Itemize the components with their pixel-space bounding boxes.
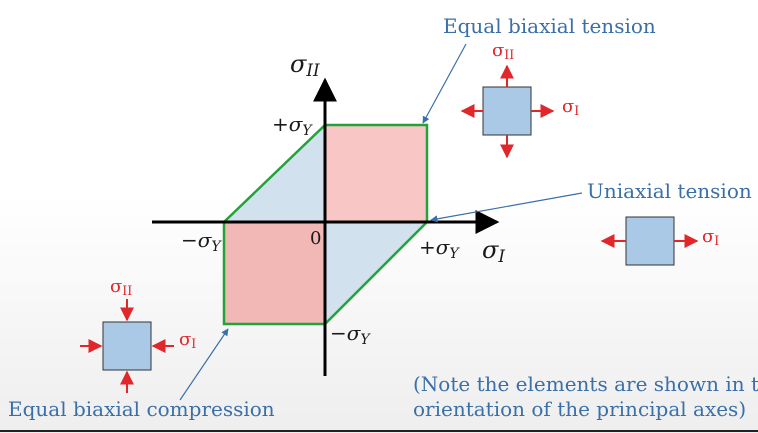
orientation-note-line-2: orientation of the principal axes) xyxy=(413,397,746,421)
compression-pointer-line xyxy=(179,328,229,401)
compression-sigma-two-label: σII xyxy=(110,276,132,298)
plus-sigma-y-right-label: +σY xyxy=(419,235,460,262)
uniaxial-tension-element: σI xyxy=(600,216,719,266)
element-square xyxy=(102,321,152,371)
uniaxial-pointer-line xyxy=(430,192,583,223)
tension-sigma-two-label: σII xyxy=(492,40,514,62)
biaxial-tension-element: σII σI xyxy=(460,40,579,159)
minus-sigma-y-bottom-label: −σY xyxy=(330,321,371,348)
equal-biaxial-tension-label: Equal biaxial tension xyxy=(443,14,656,38)
sigma-two-axis-label: σII xyxy=(290,50,320,80)
quadrant-compression-region xyxy=(224,222,325,324)
orientation-note-line-1: (Note the elements are shown in the xyxy=(413,372,758,396)
uniaxial-sigma-one-label: σI xyxy=(702,226,719,248)
plus-sigma-y-top-label: +σY xyxy=(272,112,313,139)
tension-sigma-one-label: σI xyxy=(562,96,579,118)
compression-sigma-one-label: σI xyxy=(179,329,196,351)
quadrant-tension-region xyxy=(325,125,427,222)
tension-pointer-line xyxy=(422,43,467,124)
biaxial-compression-element: σII σI xyxy=(80,276,196,393)
origin-label: 0 xyxy=(310,228,321,249)
uniaxial-tension-label: Uniaxial tension xyxy=(587,179,752,203)
element-square xyxy=(625,216,675,266)
sigma-one-axis-label: σI xyxy=(482,236,505,266)
element-square xyxy=(482,86,532,136)
equal-biaxial-compression-label: Equal biaxial compression xyxy=(8,397,275,421)
minus-sigma-y-left-label: −σY xyxy=(181,228,222,255)
